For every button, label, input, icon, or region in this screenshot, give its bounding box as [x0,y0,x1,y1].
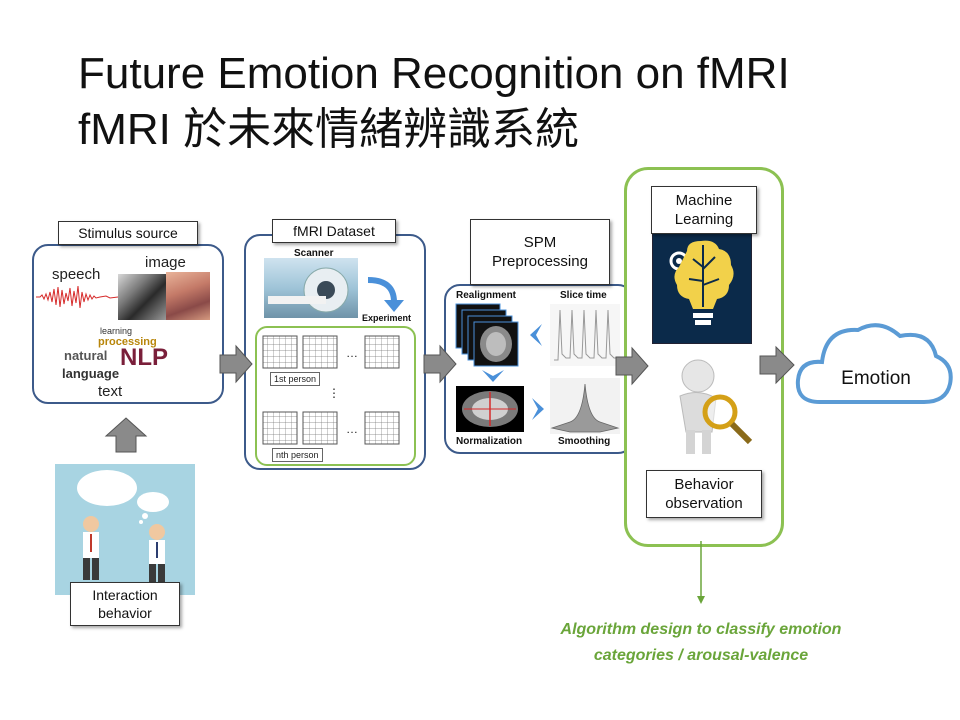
normalization-brain-image [456,386,524,432]
machine-learning-label: Machine Learning [651,186,757,234]
arrow-up-icon [104,417,148,453]
image-thumbnail-bw [118,274,166,320]
ellipsis-bottom: … [346,422,358,436]
vertical-ellipsis: ⋮ [328,386,340,400]
brain-bulb-icon [669,240,734,325]
experiment-arrow-icon [367,277,404,312]
algorithm-caption: Algorithm design to classify emotion cat… [520,617,882,668]
image-thumbnail-color [166,272,210,320]
chevron-left-icon [530,324,542,346]
normalization-label: Normalization [456,436,523,447]
image-label: image [145,254,186,271]
ml-illustration [652,230,752,344]
scanner-image [264,258,358,318]
realignment-stack-image [455,303,519,367]
ellipsis-top: … [346,346,358,360]
smoothing-gaussian-image [550,378,620,434]
spm-preprocessing-label: SPM Preprocessing [470,219,610,285]
emotion-label: Emotion [841,368,911,389]
stimulus-panel [32,244,224,404]
first-person-label: 1st person [270,372,321,386]
voxel-grids [262,335,400,445]
caption-line-1: Algorithm design to classify emotion [560,621,842,638]
text-label: text [98,383,123,400]
caption-line-2: categories / arousal-valence [593,646,809,664]
emotion-cloud-icon [795,323,953,404]
experiment-label: Experiment [362,313,412,323]
realignment-label: Realignment [456,290,517,301]
chevron-down-icon [482,370,504,382]
behavior-observation-label: Behavior observation [646,470,762,518]
arrow-down-icon [697,596,705,604]
slice-time-label: Slice time [560,290,607,301]
interaction-illustration [55,464,195,595]
title-line-1: Future Emotion Recognition on fMRI [78,49,790,98]
chevron-right-icon [532,398,544,420]
smoothing-label: Smoothing [558,436,611,447]
speech-waveform-icon [36,285,118,309]
nth-person-label: nth person [272,448,323,462]
scanner-label: Scanner [294,248,334,259]
title-line-2: fMRI 於未來情緒辨識系統 [78,105,580,154]
speech-label: speech [52,266,101,283]
stimulus-source-label: Stimulus source [58,221,198,245]
interaction-behavior-label: Interaction behavior [70,582,180,626]
slice-time-plot [550,304,620,366]
fmri-dataset-label: fMRI Dataset [272,219,396,243]
word-cloud: learning processing natural NLP language [62,326,168,381]
magnifier-person-icon [679,359,753,454]
